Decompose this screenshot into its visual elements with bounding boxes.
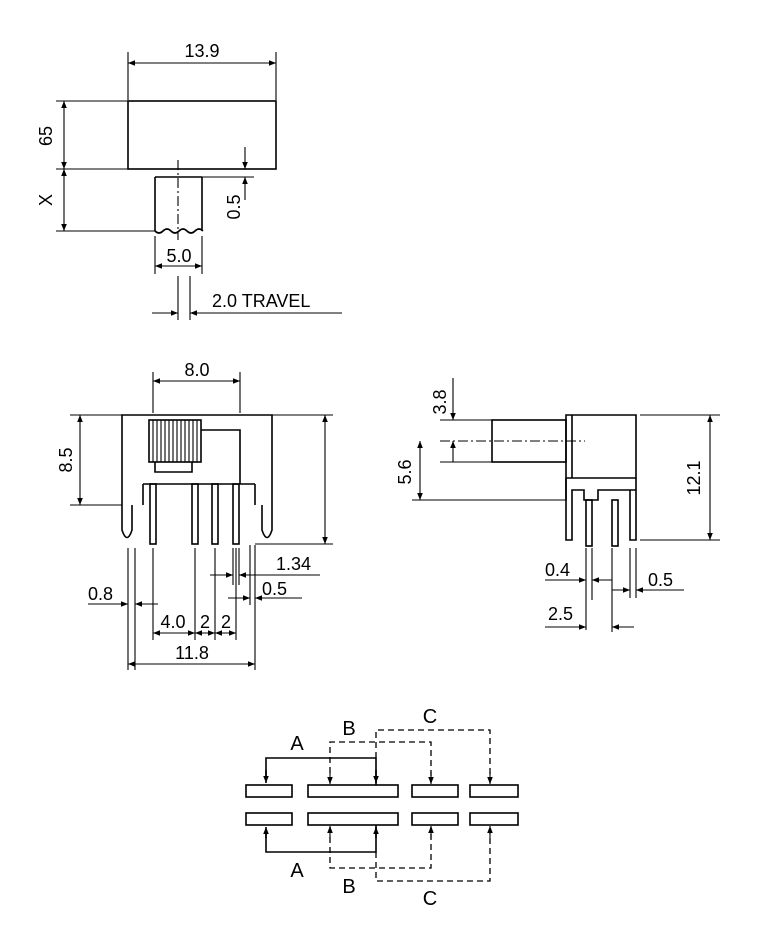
label-a-top: A	[290, 733, 304, 755]
housing-outline	[121, 414, 273, 505]
dim-travel-label: 2.0 TRAVEL	[212, 291, 310, 311]
side-pin-left	[585, 499, 593, 547]
side-view: 3.8 5.6 12.1 0.4 0.5 2.5	[395, 378, 720, 632]
contact-bottom-3	[411, 812, 459, 826]
front-view: 8.0 8.5 1.34 0.5 0.8	[56, 360, 333, 670]
actuator-outline	[154, 176, 203, 231]
dim-pin-w-label: 0.5	[648, 570, 673, 590]
dim-total-label: 11.8	[175, 643, 209, 663]
path-a-bottom	[265, 825, 377, 853]
side-housing-outline	[565, 414, 637, 500]
label-b-top: B	[342, 718, 355, 740]
circuit-diagram: A B C A B C	[245, 706, 519, 910]
dim-actuator-width-label: 5.0	[166, 246, 191, 266]
path-c-top	[375, 729, 491, 783]
left-mounting-leg	[121, 505, 133, 539]
dim-pin-b-label: 0.5	[262, 579, 287, 599]
dim-step-label: 0.5	[224, 194, 244, 219]
dim-pin-thk-label: 0.4	[545, 560, 570, 580]
dim-pitch-row-3-label: 2	[221, 612, 231, 632]
label-c-bottom: C	[423, 888, 437, 910]
dim-width-label: 13.9	[184, 41, 219, 61]
dim-side-height-label: 12.1	[684, 460, 704, 495]
path-b-bottom	[329, 827, 432, 869]
dim-x-label: X	[36, 194, 56, 206]
path-c-bottom	[375, 827, 491, 882]
dim-pitch-top-label: 8.0	[184, 360, 209, 380]
label-c-top: C	[423, 706, 437, 728]
terminal-pins	[149, 483, 240, 545]
label-a-bottom: A	[290, 860, 304, 882]
dim-pin-c-label: 0.8	[88, 584, 113, 604]
contact-bottom-1	[245, 812, 293, 826]
actuator-break-line	[154, 228, 204, 234]
dim-housing-height-label: 8.5	[56, 447, 76, 472]
contact-top-2	[307, 784, 399, 798]
contact-top-3	[411, 784, 459, 798]
side-pin-right	[611, 499, 619, 547]
knob-outline	[148, 419, 202, 463]
dim-pin-pitch-label: 2.5	[548, 604, 573, 624]
top-view: 13.9 65 X 0.5 5.0 2.0 TRAVEL	[36, 41, 342, 320]
right-mounting-leg	[261, 505, 273, 539]
knob-ribs	[152, 420, 198, 462]
path-b-top	[329, 741, 432, 783]
contact-top-4	[469, 784, 519, 798]
dim-pin-a-label: 1.34	[276, 554, 311, 574]
dim-height-label: 65	[36, 126, 56, 146]
path-a-top	[265, 757, 377, 785]
dim-pitch-row-2-label: 2	[200, 612, 210, 632]
contact-bottom-2	[307, 812, 399, 826]
dim-knob-label: 3.8	[430, 389, 450, 414]
contact-bottom-4	[469, 812, 519, 826]
dim-knob-pos-label: 5.6	[395, 459, 415, 484]
switch-body-outline	[127, 100, 277, 170]
contact-top-1	[245, 784, 293, 798]
dim-pitch-row-1-label: 4.0	[160, 612, 185, 632]
label-b-bottom: B	[342, 876, 355, 898]
